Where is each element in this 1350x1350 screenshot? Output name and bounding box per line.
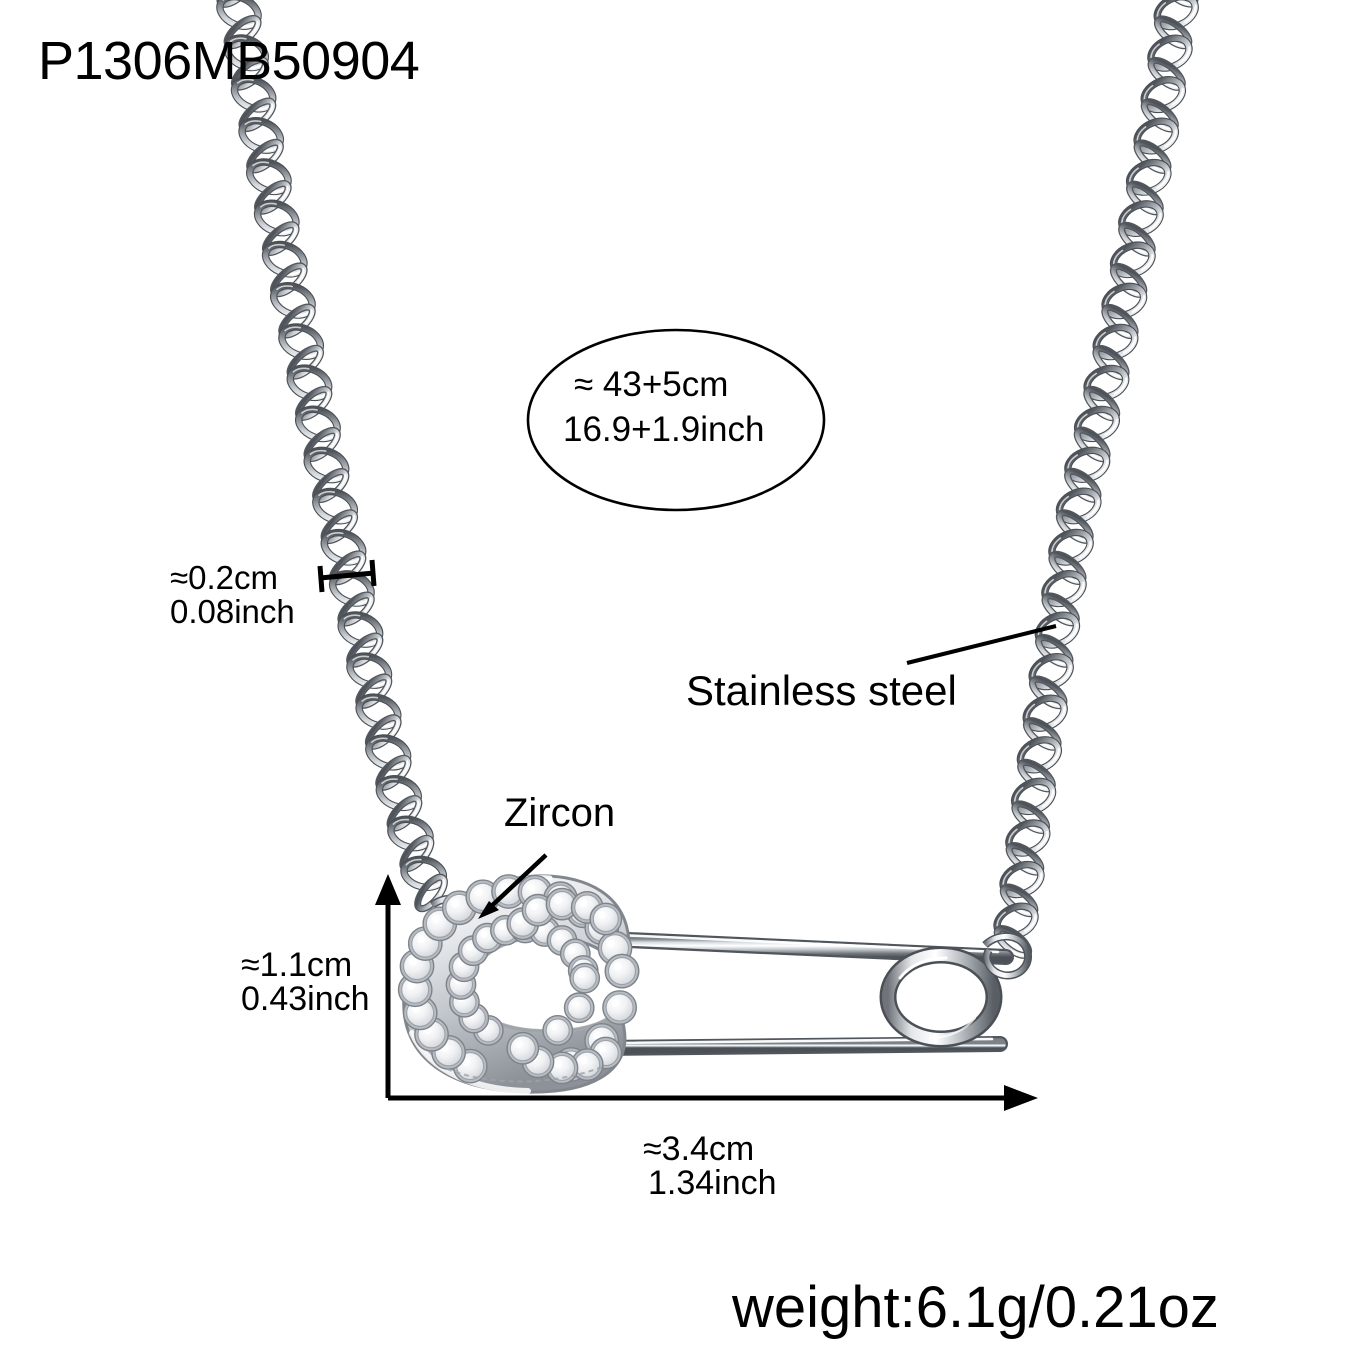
pendant-height-line-1: ≈1.1cm (241, 946, 353, 984)
pave-horseshoe-head (397, 874, 640, 1094)
material-leader-line (906, 624, 1057, 665)
product-sku-label: P1306MB50904 (38, 31, 420, 91)
chain-width-line-1: ≈0.2cm (170, 559, 278, 596)
pendant-width-line-1: ≈3.4cm (643, 1130, 755, 1168)
zircon-leader-line (478, 853, 548, 919)
pendant-height-line-2: 0.43inch (241, 980, 370, 1018)
pin-clasp-loop (879, 946, 1003, 1048)
pendant-dimension-lines (375, 874, 1038, 1111)
stone-label: Zircon (504, 791, 616, 835)
chain-length-line-1: ≈ 43+5cm (574, 365, 729, 404)
chain-length-line-2: 16.9+1.9inch (563, 410, 765, 449)
safety-pin-pendant (397, 874, 1032, 1094)
jump-ring-right (982, 932, 1032, 980)
material-label: Stainless steel (686, 667, 957, 714)
chain-width-line-2: 0.08inch (170, 593, 295, 630)
chain-length-oval (526, 328, 826, 512)
chain-width-tick-bar (317, 559, 377, 593)
pendant-width-line-2: 1.34inch (648, 1164, 777, 1202)
weight-label: weight:6.1g/0.21oz (732, 1275, 1219, 1340)
